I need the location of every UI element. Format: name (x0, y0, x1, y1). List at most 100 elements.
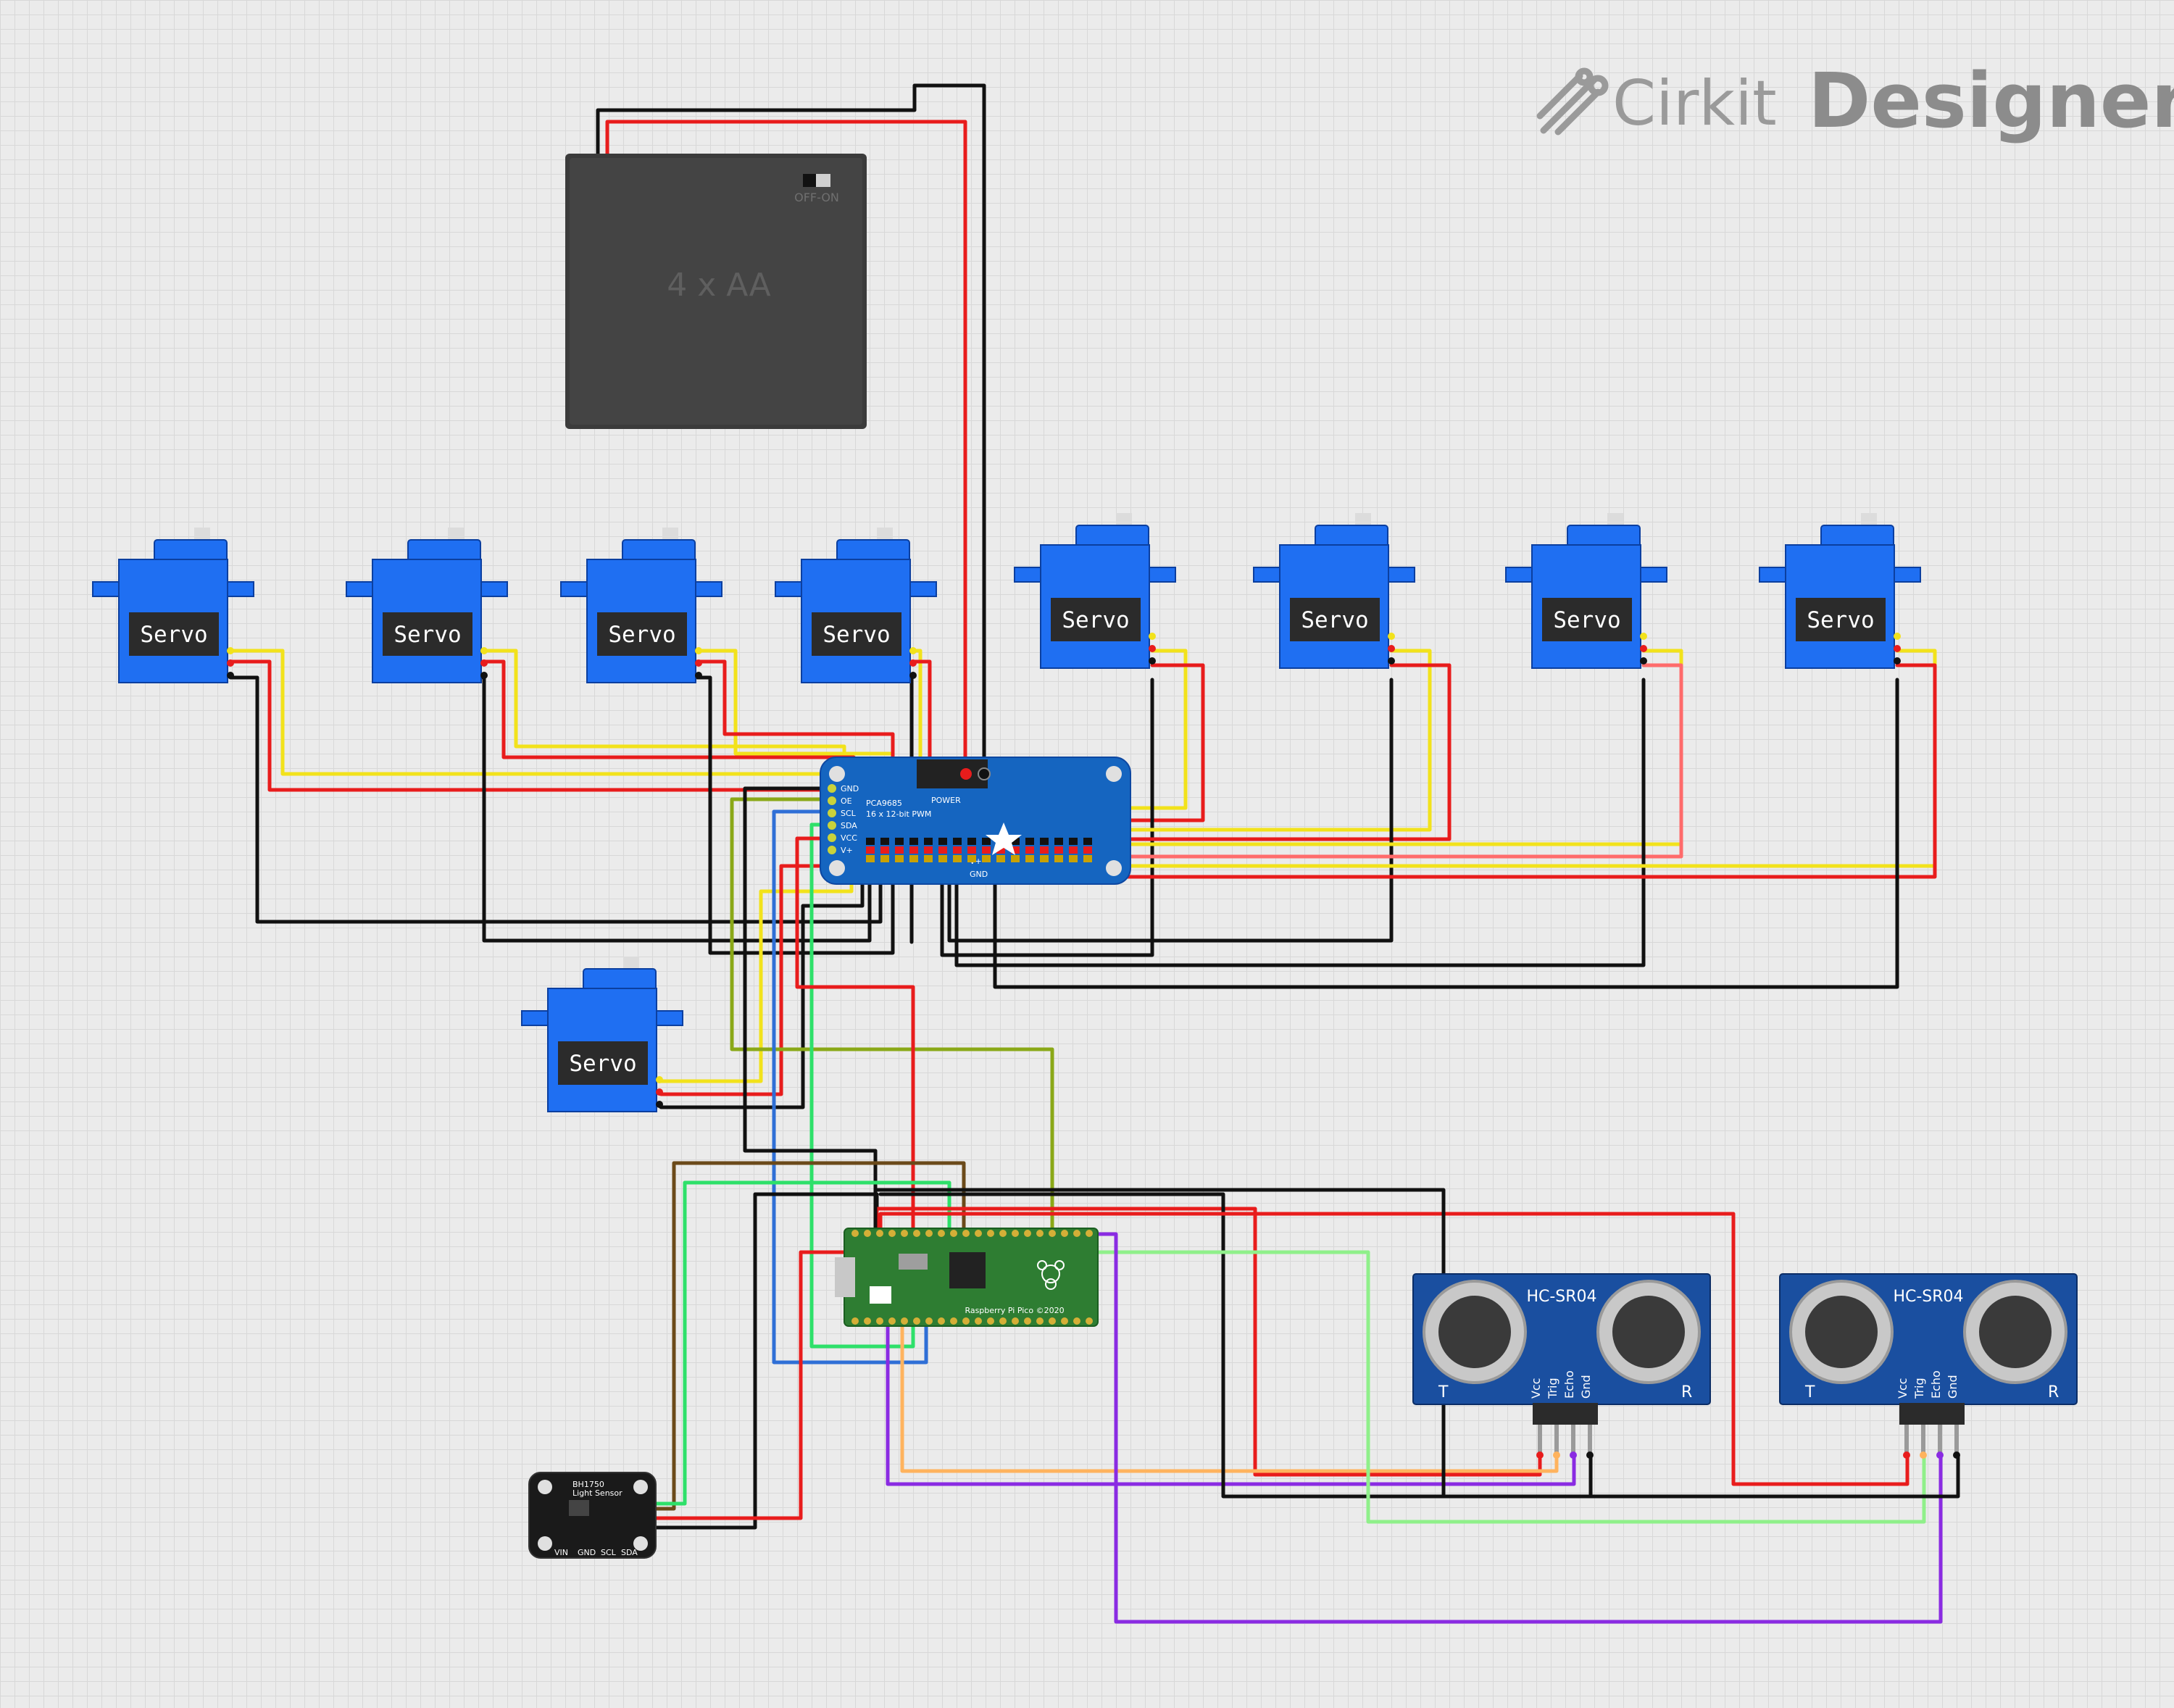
raspberry-pi-pico[interactable]: Raspberry Pi Pico ©2020 (835, 1228, 1099, 1327)
driver-header-pin[interactable] (1040, 838, 1049, 845)
driver-header-pin[interactable] (967, 855, 976, 862)
driver-power-terminal[interactable] (917, 759, 988, 788)
servo-pin[interactable] (227, 659, 234, 667)
wire-servo9-power[interactable] (659, 864, 857, 1096)
driver-header-pin[interactable] (938, 846, 947, 854)
sensor-pin-vcc[interactable] (1538, 1425, 1542, 1454)
sensor-pin-end[interactable] (1586, 1451, 1594, 1459)
driver-header-pin[interactable] (1083, 838, 1092, 845)
wire-us2-vcc[interactable] (878, 1212, 1909, 1486)
driver-header-pin[interactable] (1069, 855, 1078, 862)
wire-servo8-power[interactable] (947, 663, 1937, 879)
pico-pin-bottom[interactable] (925, 1317, 933, 1325)
pico-pin-top[interactable] (938, 1230, 945, 1237)
pico-pin-bottom[interactable] (1036, 1317, 1044, 1325)
wire-us2-echo[interactable] (1086, 1232, 1943, 1624)
pico-pin-bottom[interactable] (1024, 1317, 1031, 1325)
wire-bh1750-green[interactable] (654, 1180, 951, 1506)
servo-pin[interactable] (480, 672, 488, 679)
terminal-vplus[interactable] (960, 768, 972, 780)
driver-header-pin[interactable] (866, 855, 875, 862)
servo-pin[interactable] (656, 1088, 663, 1096)
servo-pin[interactable] (480, 659, 488, 667)
sensor-pin-trig[interactable] (1554, 1425, 1559, 1454)
wire-driver-gnd-black[interactable] (743, 786, 878, 1233)
servo-motor-9[interactable]: Servo (521, 957, 683, 1112)
pico-pin-bottom[interactable] (913, 1317, 920, 1325)
servo-pin[interactable] (1388, 657, 1395, 665)
servo-pin[interactable] (695, 647, 702, 654)
driver-pin-oe[interactable] (828, 796, 836, 805)
pico-pin-top[interactable] (864, 1230, 871, 1237)
driver-header-pin[interactable] (1069, 838, 1078, 845)
pico-pin-bottom[interactable] (1061, 1317, 1068, 1325)
wire-us2-trig[interactable] (1085, 1250, 1926, 1524)
driver-header-pin[interactable] (880, 855, 889, 862)
servo-pin[interactable] (1894, 633, 1901, 640)
pico-pin-top[interactable] (962, 1230, 970, 1237)
servo-pin[interactable] (909, 672, 917, 679)
driver-header-pin[interactable] (982, 855, 991, 862)
bh1750-light-sensor[interactable]: BH1750 Light Sensor VIN GND SCL SDA (528, 1472, 657, 1559)
pico-pin-top[interactable] (1086, 1230, 1093, 1237)
pico-pin-top[interactable] (1036, 1230, 1044, 1237)
driver-header-pin[interactable] (895, 846, 904, 854)
driver-header-pin[interactable] (1011, 838, 1020, 845)
driver-header-pin[interactable] (1011, 855, 1020, 862)
wire-servo6-gnd[interactable] (947, 678, 1394, 943)
wire-driver-scl-blue[interactable] (772, 809, 928, 1365)
pico-pin-top[interactable] (1012, 1230, 1019, 1237)
pico-pin-top[interactable] (999, 1230, 1007, 1237)
driver-header-pin[interactable] (938, 838, 947, 845)
servo-motor-7[interactable]: Servo (1505, 513, 1667, 669)
sensor-pin-trig[interactable] (1921, 1425, 1925, 1454)
wire-bh1750-brown[interactable] (654, 1161, 966, 1511)
servo-pin[interactable] (1149, 633, 1156, 640)
pico-pin-bottom[interactable] (938, 1317, 945, 1325)
driver-pin-vcc[interactable] (828, 833, 836, 842)
wire-us1-gnd[interactable] (878, 1192, 1593, 1499)
sensor-pin-end[interactable] (1936, 1451, 1944, 1459)
driver-header-pin[interactable] (924, 855, 933, 862)
wire-battery-gnd[interactable] (596, 83, 986, 778)
servo-pin[interactable] (480, 647, 488, 654)
wire-servo8-gnd[interactable] (993, 678, 1899, 989)
servo-motor-4[interactable]: Servo (775, 528, 937, 683)
servo-pin[interactable] (695, 672, 702, 679)
wire-battery-vplus[interactable] (605, 120, 967, 778)
driver-header-pin[interactable] (1069, 846, 1078, 854)
pico-pin-bottom[interactable] (962, 1317, 970, 1325)
wire-servo1-gnd[interactable] (228, 675, 883, 924)
driver-header-pin[interactable] (953, 855, 962, 862)
pico-pin-bottom[interactable] (851, 1317, 859, 1325)
driver-header-pin[interactable] (967, 846, 976, 854)
pico-pin-bottom[interactable] (1086, 1317, 1093, 1325)
driver-header-pin[interactable] (1025, 846, 1034, 854)
driver-header-pin[interactable] (909, 855, 918, 862)
pico-pin-top[interactable] (925, 1230, 933, 1237)
sensor-pin-echo[interactable] (1938, 1425, 1942, 1454)
driver-header-pin[interactable] (1054, 838, 1063, 845)
driver-pin-scl[interactable] (828, 809, 836, 817)
driver-header-pin[interactable] (909, 838, 918, 845)
pico-pin-bottom[interactable] (975, 1317, 982, 1325)
sensor-pin-end[interactable] (1570, 1451, 1577, 1459)
servo-pin[interactable] (1149, 645, 1156, 652)
sensor-pin-gnd[interactable] (1588, 1425, 1592, 1454)
pico-pin-bottom[interactable] (876, 1317, 883, 1325)
driver-header-pin[interactable] (982, 838, 991, 845)
servo-pin[interactable] (1388, 645, 1395, 652)
servo-motor-8[interactable]: Servo (1759, 513, 1921, 669)
driver-header-pin[interactable] (996, 855, 1005, 862)
servo-motor-3[interactable]: Servo (560, 528, 722, 683)
driver-header-pin[interactable] (866, 838, 875, 845)
wire-driver-oe-olive[interactable] (730, 797, 1054, 1233)
sensor-pin-end[interactable] (1536, 1451, 1544, 1459)
pico-pin-bottom[interactable] (864, 1317, 871, 1325)
servo-motor-2[interactable]: Servo (346, 528, 508, 683)
wire-servo3-gnd[interactable] (695, 675, 895, 955)
servo-motor-6[interactable]: Servo (1253, 513, 1415, 669)
pico-pin-top[interactable] (1049, 1230, 1056, 1237)
